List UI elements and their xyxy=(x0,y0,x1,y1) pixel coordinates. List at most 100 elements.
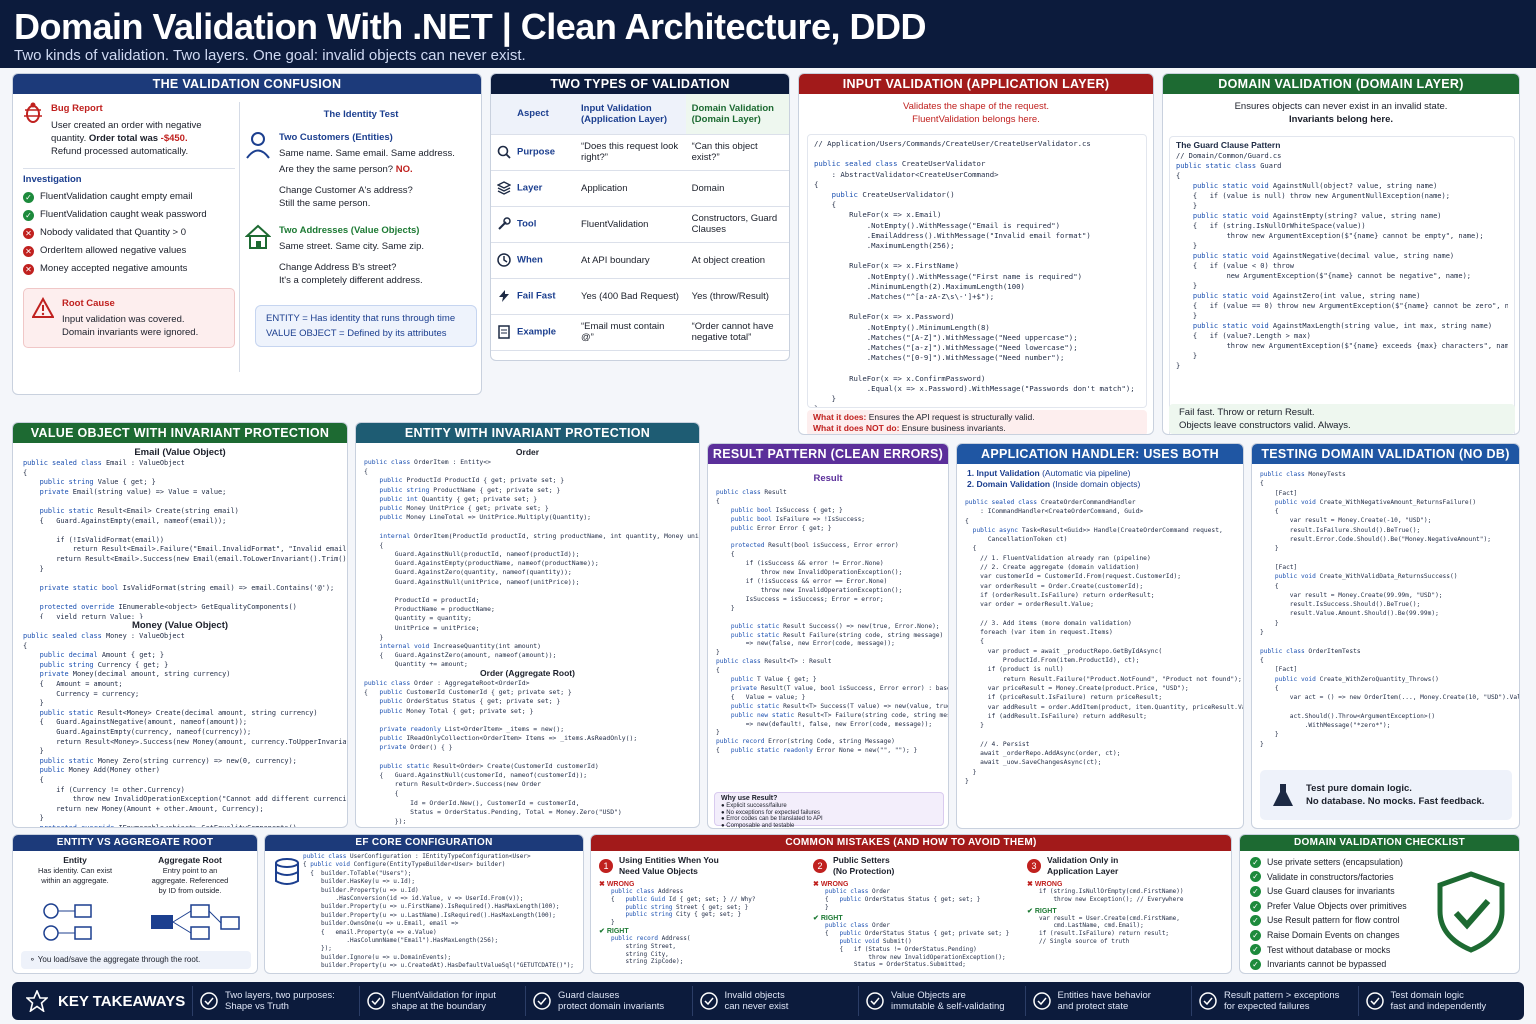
order-heading: Order xyxy=(515,447,540,457)
filter-icon xyxy=(366,992,385,1010)
testing-card: TESTING DOMAIN VALIDATION (NO DB) public… xyxy=(1251,443,1520,829)
card-title: VALUE OBJECT WITH INVARIANT PROTECTION xyxy=(13,423,347,443)
investigation-item: ✕Money accepted negative amounts xyxy=(23,260,235,278)
takeaway-text: Test domain logic xyxy=(1390,989,1464,1001)
domain-cell: At object creation xyxy=(685,242,789,279)
bug-amount: -$450. xyxy=(160,133,188,144)
takeaway-text: shape at the boundary xyxy=(391,1001,487,1012)
card-title: TWO TYPES OF VALIDATION xyxy=(491,74,789,94)
checklist-item: ✓Test without database or mocks xyxy=(1250,943,1430,958)
domain-cell: Constructors, Guard Clauses xyxy=(685,206,789,243)
checklist-card: DOMAIN VALIDATION CHECKLIST ✓Use private… xyxy=(1239,834,1520,974)
aspect-cell: Example xyxy=(491,314,575,351)
layers-icon xyxy=(496,181,512,195)
addresses-text: Change Address B's street? xyxy=(279,262,397,273)
lead-text: Validates the shape of the request. xyxy=(902,101,1050,112)
entity-vs-aggregate-card: ENTITY vs AGGREGATE ROOT Entity Has iden… xyxy=(12,834,258,974)
shield-icon xyxy=(533,992,551,1010)
input-cell: FluentValidation xyxy=(575,206,686,243)
checklist-item: ✓Raise Domain Events on changes xyxy=(1250,928,1430,943)
card-title: DOMAIN VALIDATION (DOMAIN LAYER) xyxy=(1163,74,1519,94)
check-icon: ✓ xyxy=(1250,900,1261,912)
result-code: public class Result { public bool IsSucc… xyxy=(716,489,948,755)
input-validation-note: What it does: Ensures the API request is… xyxy=(807,410,1147,434)
identity-test-title: The Identity Test xyxy=(323,109,399,120)
guard-code: // Domain/Common/Guard.cs public static … xyxy=(1176,152,1508,370)
wrong-label: WRONG xyxy=(1034,881,1063,888)
column-header: Domain Validation (Domain Layer) xyxy=(685,94,789,135)
comparison-table: Aspect Input Validation (Application Lay… xyxy=(491,94,789,351)
guard-title: The Guard Clause Pattern xyxy=(1176,140,1281,150)
column-header: Input Validation (Application Layer) xyxy=(575,94,686,135)
takeaway-text: and protect state xyxy=(1057,1001,1129,1012)
bug-report-title: Bug Report xyxy=(51,103,103,114)
x-icon: ✕ xyxy=(23,245,34,257)
flask-icon xyxy=(1365,992,1384,1010)
takeaway-text: for expected failures xyxy=(1224,1001,1310,1012)
guard-code-box: The Guard Clause Pattern // Domain/Commo… xyxy=(1169,136,1515,434)
bug-text: Refund processed automatically. xyxy=(51,146,189,157)
takeaway-item: Two layers, two purposes:Shape vs Truth xyxy=(192,986,359,1016)
input-cell: “Email must contain @” xyxy=(575,314,686,351)
right-label: RIGHT xyxy=(820,915,843,923)
aspect-cell: Fail Fast xyxy=(491,278,575,315)
testing-code: public class MoneyTests { [Fact] public … xyxy=(1260,471,1519,748)
step-note: (Inside domain objects) xyxy=(1050,479,1141,489)
right-label: RIGHT xyxy=(606,927,629,935)
check-icon: ✓ xyxy=(1250,944,1261,956)
aggregate-note-text: You load/save the aggregate through the … xyxy=(37,955,201,964)
key-takeaways-bar: KEY TAKEAWAYS Two layers, two purposes:S… xyxy=(12,982,1524,1020)
checklist-item: ✓Validate in constructors/factories xyxy=(1250,870,1430,885)
customers-title: Two Customers (Entities) xyxy=(279,132,393,143)
step-label: 2. Domain Validation xyxy=(967,479,1051,489)
mistake-title: Need Value Objects xyxy=(619,866,698,876)
aspect-label: When xyxy=(517,254,543,266)
bug-text: User created an order with negative xyxy=(51,120,202,131)
check-icon: ✓ xyxy=(23,209,34,221)
person-icon xyxy=(246,132,270,159)
investigation-text: Money accepted negative amounts xyxy=(40,263,188,274)
bolt-icon xyxy=(499,290,509,302)
card-title: RESULT PATTERN (CLEAN ERRORS) xyxy=(708,444,948,464)
search-icon xyxy=(497,145,511,159)
investigation-text: FluentValidation caught weak password xyxy=(40,209,207,220)
why-item: Explicit success/failure xyxy=(726,803,787,809)
mistake-number: 1 xyxy=(599,859,613,873)
domain-cell: “Order cannot have negative total” xyxy=(685,314,789,351)
wrong-label: WRONG xyxy=(606,881,635,888)
mistake-title: Validation Only in xyxy=(1047,855,1119,865)
lead-text: FluentValidation belongs here. xyxy=(912,114,1040,125)
email-heading: Email (Value Object) xyxy=(134,447,226,458)
bug-text: quantity. xyxy=(51,133,89,144)
aggregate-heading: Aggregate Root xyxy=(158,855,222,865)
card-title: EF CORE CONFIGURATION xyxy=(265,835,583,851)
x-icon: ✕ xyxy=(23,227,34,239)
aspect-label: Tool xyxy=(517,218,537,230)
takeaway-text: can never exist xyxy=(724,1001,789,1012)
lead-text: Invariants belong here. xyxy=(1289,114,1393,125)
checklist-text: Use Guard clauses for invariants xyxy=(1267,886,1395,897)
checklist-item: ✓Invariants cannot be bypassed xyxy=(1250,957,1430,972)
investigation-text: FluentValidation caught empty email xyxy=(40,191,193,202)
card-title: INPUT VALIDATION (APPLICATION LAYER) xyxy=(799,74,1153,94)
takeaway-text: FluentValidation for input xyxy=(391,989,496,1001)
entity-text: within an aggregate. xyxy=(41,876,109,885)
order-item-code: public class OrderItem : Entity<> { publ… xyxy=(364,458,699,668)
root-cause-box: Root Cause Input validation was covered.… xyxy=(23,288,235,348)
takeaway-text: Value Objects are xyxy=(891,989,966,1001)
why-item: Composable and testable xyxy=(726,822,795,829)
mistake-title: Application Layer xyxy=(1047,866,1119,876)
result-heading: Result xyxy=(813,473,843,484)
check-icon: ✓ xyxy=(1250,929,1261,941)
ef-core-card: EF CORE CONFIGURATION public class UserC… xyxy=(264,834,584,974)
note-text: Objects leave constructors valid. Always… xyxy=(1179,420,1351,431)
star-icon xyxy=(200,992,218,1010)
